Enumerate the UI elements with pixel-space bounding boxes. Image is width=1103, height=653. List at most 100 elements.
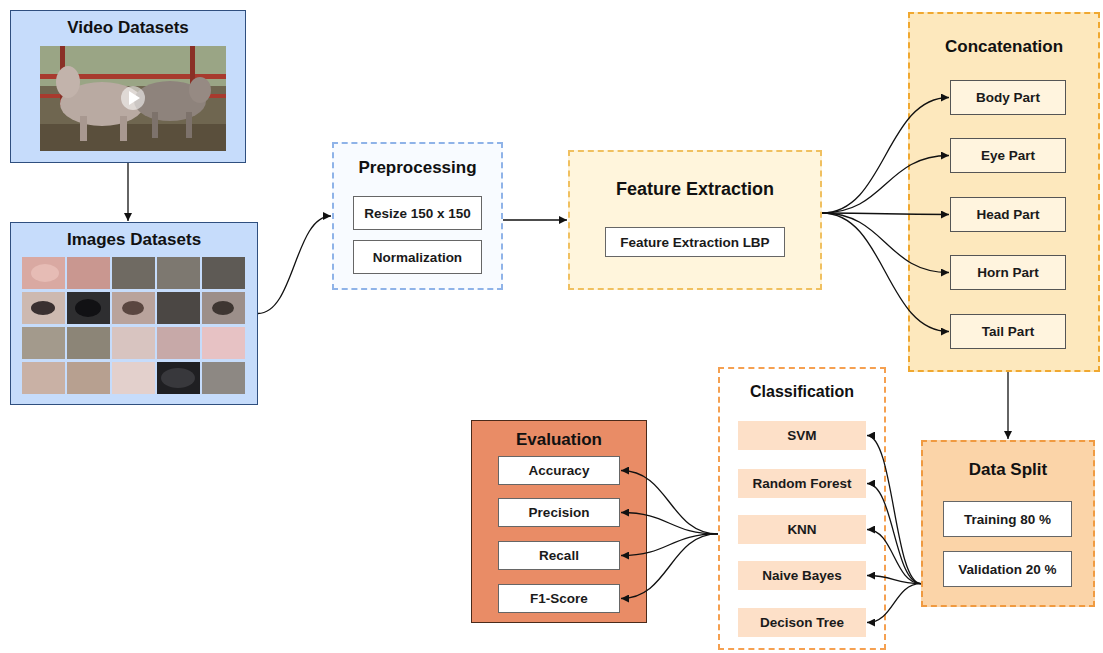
dataset-box: Video Datasets [10, 10, 246, 163]
title-row: Evaluation [471, 430, 647, 450]
body-detail [161, 368, 195, 388]
connector-arrow [503, 219, 567, 220]
image-tile [22, 362, 65, 394]
video-ground [40, 46, 226, 151]
box-label: Tail Part [982, 324, 1034, 339]
group-title: Data Split [969, 460, 1047, 480]
metric-box: Recall [498, 541, 620, 570]
image-grid-illustration [20, 255, 248, 397]
label-row: F1-Score [498, 584, 620, 613]
play-icon [129, 91, 140, 105]
label-row: Normalization [353, 240, 482, 274]
box-label: Random Forest [752, 476, 851, 491]
image-tile [157, 327, 200, 359]
label-row: Horn Part [950, 255, 1066, 290]
label-row: SVM [738, 421, 866, 450]
stage-group: EvaluationAccuracyPrecisionRecallF1-Scor… [471, 420, 647, 623]
algorithm-box: Random Forest [738, 469, 866, 498]
stage-group: ConcatenationBody PartEye PartHead PartH… [908, 12, 1100, 372]
algorithm-box: Naive Bayes [738, 561, 866, 590]
buffalo-head [189, 77, 211, 103]
algorithm-box: SVM [738, 421, 866, 450]
buffalo-leg [186, 112, 192, 138]
eye-detail [31, 301, 55, 315]
eye-detail [212, 301, 234, 315]
stage-group: PreprocessingResize 150 x 150Normalizati… [332, 142, 503, 290]
split-box: Training 80 % [943, 501, 1072, 537]
image-tile [67, 327, 110, 359]
box-label: Training 80 % [964, 512, 1051, 527]
image-tile [202, 327, 245, 359]
connector-arrow [127, 163, 128, 221]
image-tile [22, 257, 65, 289]
box-label: SVM [787, 428, 816, 443]
stage-group: Feature ExtractionFeature Extraction LBP [568, 150, 822, 290]
title-row: Data Split [921, 460, 1095, 480]
group-title: Feature Extraction [616, 179, 774, 200]
image-tile [67, 292, 110, 324]
buffalo-head [56, 66, 80, 98]
box-label: Feature Extraction LBP [620, 235, 769, 250]
box-label: Head Part [976, 207, 1039, 222]
title-row: Preprocessing [332, 158, 503, 178]
step-box: Resize 150 x 150 [353, 196, 482, 230]
step-box: Feature Extraction LBP [605, 227, 785, 257]
box-label: Accuracy [529, 463, 590, 478]
box-label: Decison Tree [760, 615, 844, 630]
eye-detail [75, 299, 101, 317]
buffalo-leg [80, 116, 87, 141]
label-row: Head Part [950, 197, 1066, 232]
label-row: Random Forest [738, 469, 866, 498]
label-row: Tail Part [950, 314, 1066, 349]
image-tile [157, 257, 200, 289]
box-label: Horn Part [977, 265, 1039, 280]
connector-arrow [258, 216, 331, 314]
group-title: Evaluation [516, 430, 602, 450]
image-tile [202, 362, 245, 394]
image-tile [157, 362, 200, 394]
label-row: KNN [738, 515, 866, 544]
head-detail [31, 264, 59, 282]
step-box: Normalization [353, 240, 482, 274]
image-tile [67, 257, 110, 289]
stage-group: ClassificationSVM Random ForestKNN Naive B… [718, 367, 886, 650]
box-label: Normalization [373, 250, 462, 265]
label-row: Feature Extraction LBP [605, 227, 785, 257]
title-row: Images Datasets [10, 230, 258, 250]
metric-box: Accuracy [498, 456, 620, 485]
title-row: Feature Extraction [568, 179, 822, 200]
group-title: Images Datasets [67, 230, 201, 250]
image-tile [112, 362, 155, 394]
label-row: Recall [498, 541, 620, 570]
play-button [121, 86, 145, 110]
label-row: Decison Tree [738, 608, 866, 637]
mud-ground [40, 124, 226, 151]
part-box: Tail Part [950, 314, 1066, 349]
label-row: Training 80 % [943, 501, 1072, 537]
label-row: Eye Part [950, 138, 1066, 173]
connector-arrow [1007, 372, 1008, 439]
algorithm-box: Decison Tree [738, 608, 866, 637]
image-tile [202, 292, 245, 324]
label-row: Naive Bayes [738, 561, 866, 590]
group-title: Classification [750, 383, 854, 401]
part-box: Body Part [950, 80, 1066, 115]
image-tile [112, 327, 155, 359]
label-row: Body Part [950, 80, 1066, 115]
box-label: Precision [529, 505, 590, 520]
group-title: Preprocessing [358, 158, 476, 178]
label-row: Validation 20 % [943, 551, 1072, 587]
metric-box: Precision [498, 498, 620, 527]
image-tile [202, 257, 245, 289]
part-box: Horn Part [950, 255, 1066, 290]
image-tile [112, 292, 155, 324]
image-tile [22, 327, 65, 359]
image-tile [157, 292, 200, 324]
image-tile [22, 292, 65, 324]
box-label: Recall [539, 548, 579, 563]
stage-group: Data SplitTraining 80 % Validation 20 % [921, 440, 1095, 607]
buffalo-leg [120, 116, 127, 141]
group-title: Video Datasets [67, 18, 189, 38]
algorithm-box: KNN [738, 515, 866, 544]
